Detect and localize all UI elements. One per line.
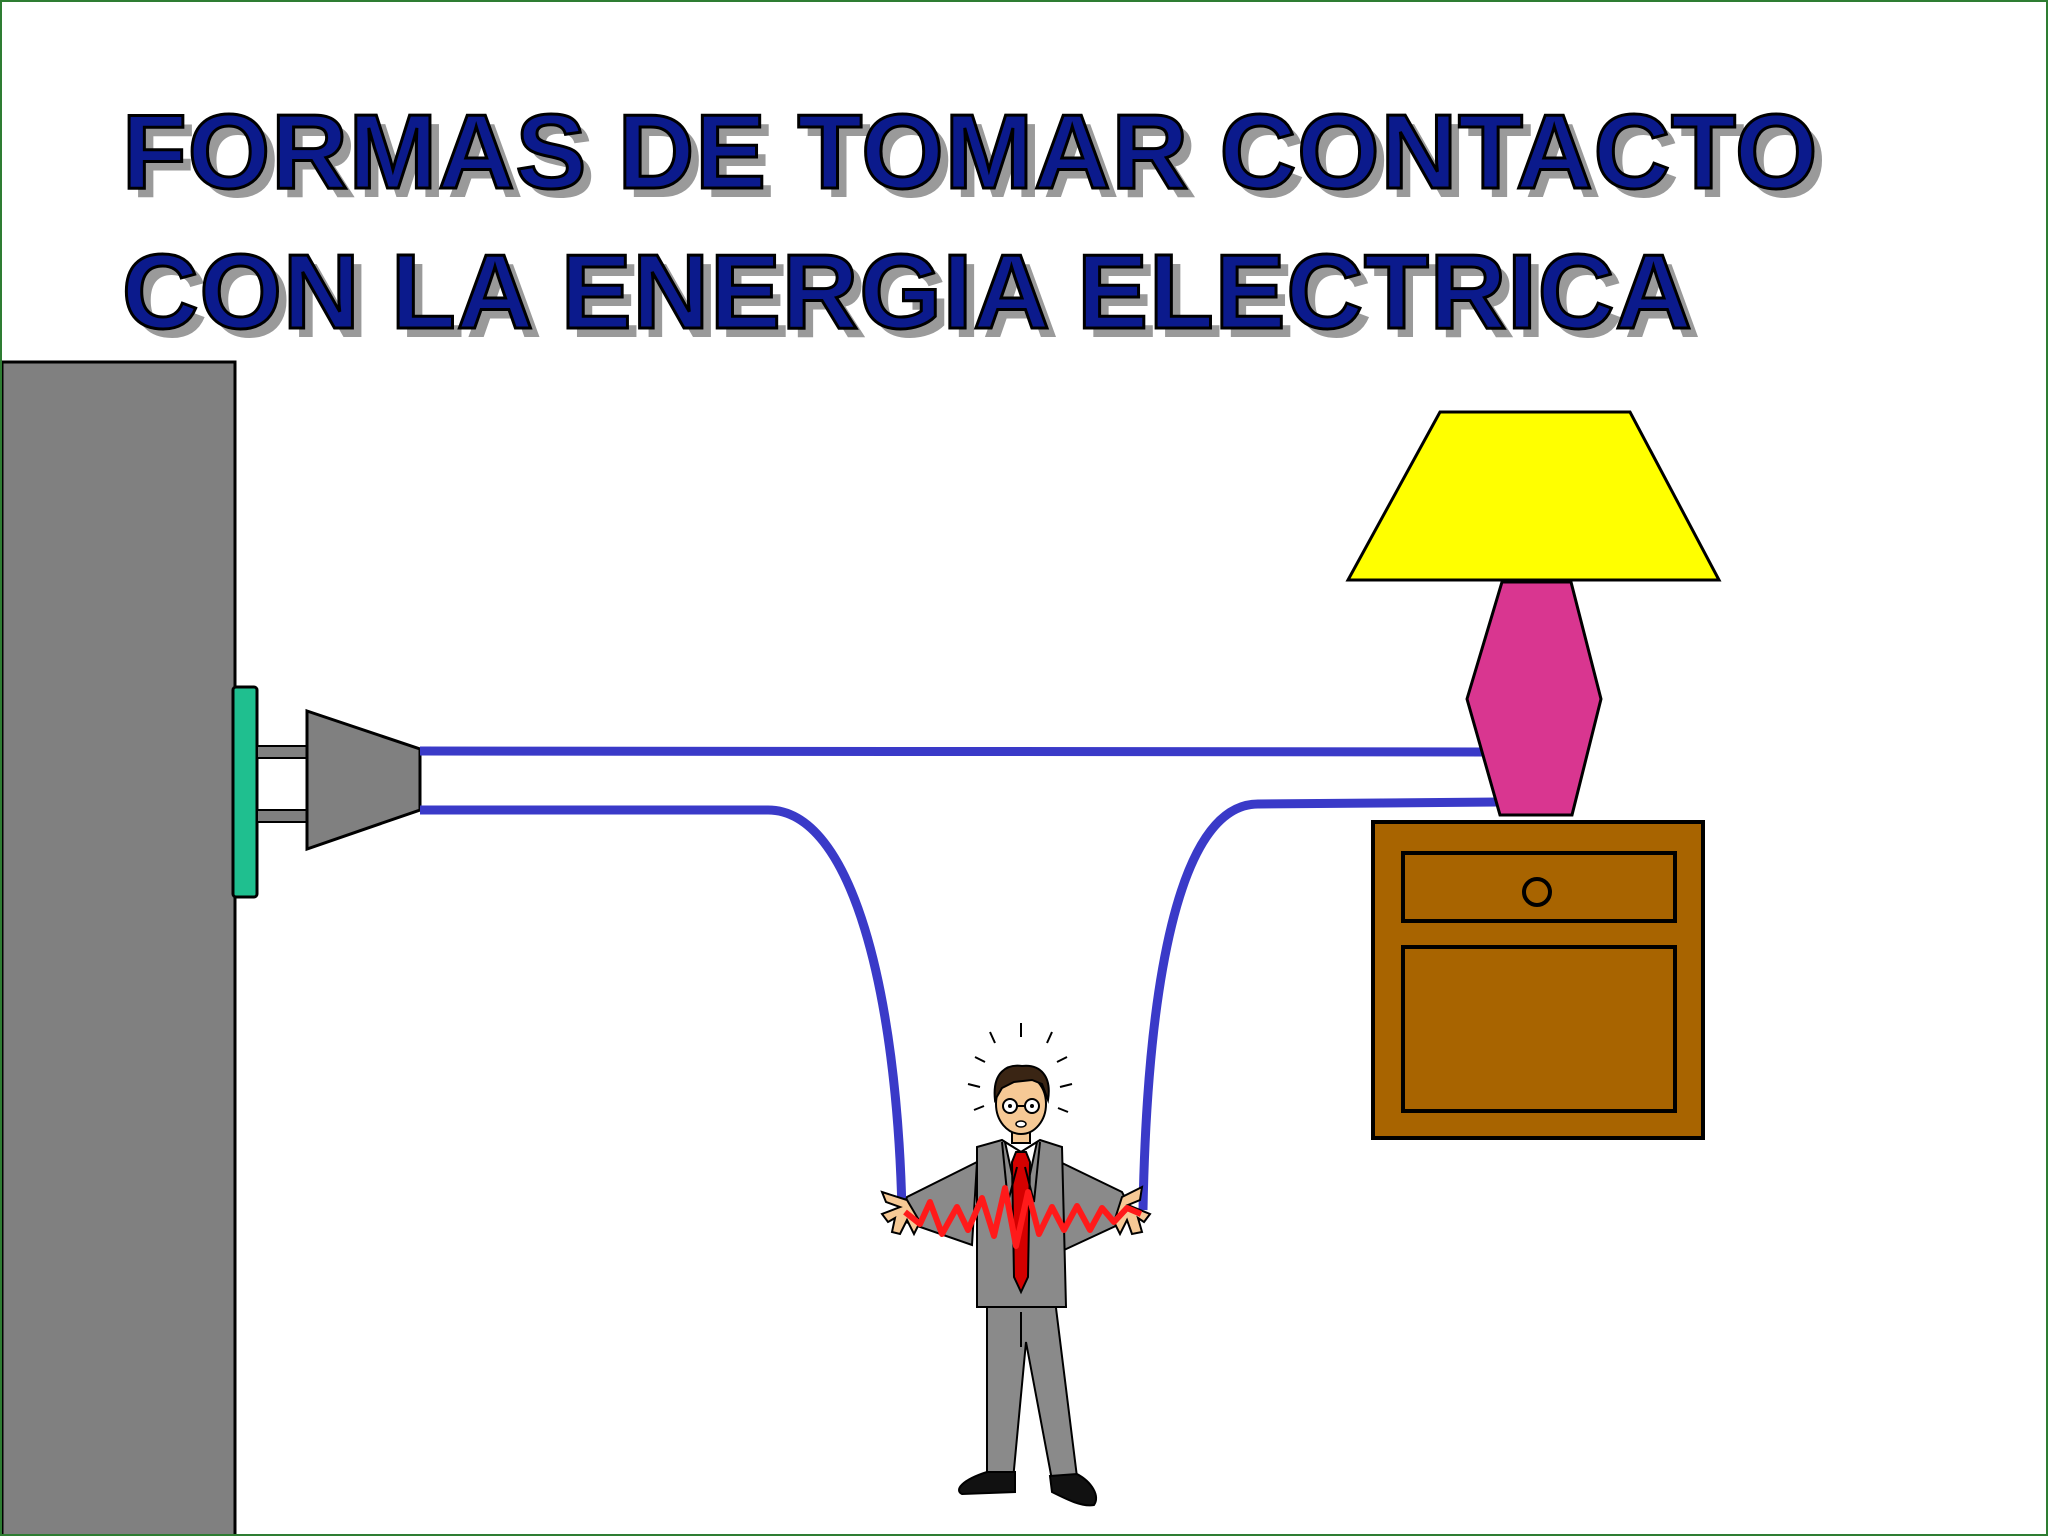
nightstand-icon bbox=[1371, 820, 1705, 1140]
lamp-shade bbox=[1345, 410, 1722, 582]
slide-title: FORMAS DE TOMAR CONTACTO CON LA ENERGIA … bbox=[121, 82, 2002, 362]
man-hair bbox=[993, 1064, 1050, 1104]
title-line-2: CON LA ENERGIA ELECTRICA bbox=[121, 232, 1694, 353]
wire-bottom-right bbox=[1138, 797, 1499, 1211]
shock-current-zigzag bbox=[903, 1185, 1143, 1249]
man-shoe-left bbox=[958, 1471, 1016, 1496]
wire-top bbox=[419, 746, 1486, 757]
wire-bottom-left bbox=[420, 805, 907, 1213]
shocked-man-icon bbox=[880, 1023, 1152, 1507]
nightstand-door bbox=[1401, 945, 1677, 1113]
electric-plug-icon bbox=[305, 708, 422, 852]
man-shoe-right bbox=[1048, 1472, 1097, 1507]
shock-lines bbox=[967, 1023, 1073, 1113]
man-legs bbox=[986, 1299, 1079, 1482]
wall-outlet-icon bbox=[231, 685, 259, 899]
plug-prong-top bbox=[256, 745, 308, 759]
man-hand-left bbox=[880, 1190, 922, 1237]
drawer-knob bbox=[1522, 877, 1552, 907]
title-line-1: FORMAS DE TOMAR CONTACTO bbox=[121, 92, 1819, 213]
plug-prong-bottom bbox=[256, 809, 308, 823]
lamp-base bbox=[1465, 580, 1603, 817]
table-lamp-icon bbox=[1345, 410, 1722, 817]
wall bbox=[2, 360, 237, 1534]
